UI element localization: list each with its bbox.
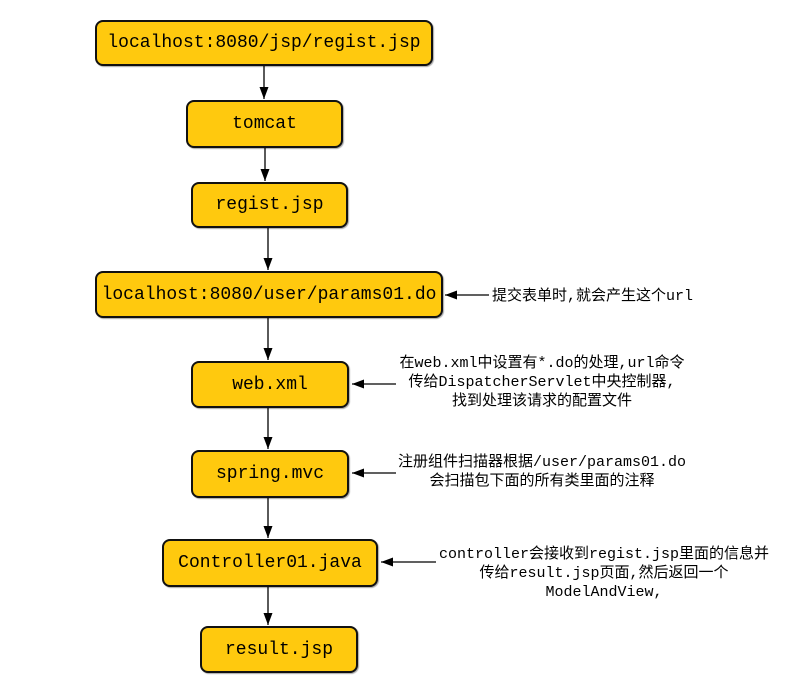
annotation-spring-mvc: 注册组件扫描器根据/user/params01.do 会扫描包下面的所有类里面的… — [396, 453, 688, 491]
node-controller: Controller01.java — [162, 539, 378, 587]
node-request-url: localhost:8080/jsp/regist.jsp — [95, 20, 433, 66]
annotation-web-xml: 在web.xml中设置有*.do的处理,url命令 传给DispatcherSe… — [396, 354, 688, 411]
annotation-line: 传给result.jsp页面,然后返回一个ModelAndView, — [479, 565, 729, 601]
annotation-line: 找到处理该请求的配置文件 — [451, 393, 632, 410]
node-result-jsp: result.jsp — [200, 626, 358, 673]
node-spring-mvc: spring.mvc — [191, 450, 349, 498]
annotation-controller: controller会接收到regist.jsp里面的信息并 传给result.… — [428, 545, 780, 602]
annotation-line: 会扫描包下面的所有类里面的注释 — [429, 473, 655, 490]
annotation-line: 提交表单时,就会产生这个url — [492, 288, 694, 305]
annotation-form-action-url: 提交表单时,就会产生这个url — [492, 287, 693, 306]
node-web-xml: web.xml — [191, 361, 349, 408]
annotation-line: 注册组件扫描器根据/user/params01.do — [397, 454, 687, 471]
node-form-action-url: localhost:8080/user/params01.do — [95, 271, 443, 318]
node-regist-jsp: regist.jsp — [191, 182, 348, 228]
node-tomcat: tomcat — [186, 100, 343, 148]
annotation-line: 在web.xml中设置有*.do的处理,url命令 — [399, 355, 685, 372]
annotation-line: controller会接收到regist.jsp里面的信息并 — [438, 546, 770, 563]
annotation-line: 传给DispatcherServlet中央控制器, — [408, 374, 676, 391]
